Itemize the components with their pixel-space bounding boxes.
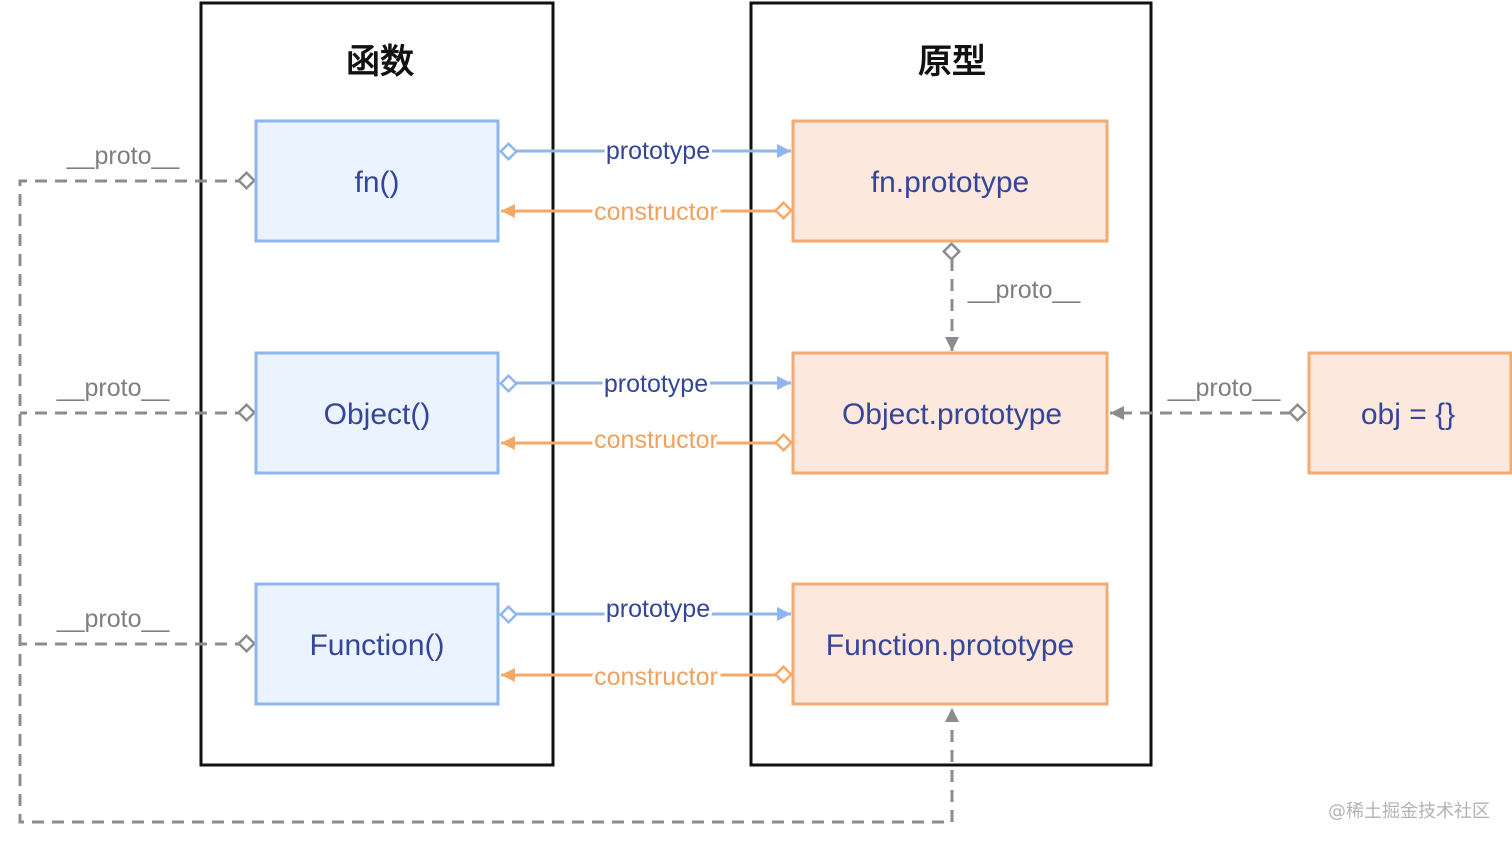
fn-constructor-diamond (773, 200, 794, 221)
object-node (254, 351, 500, 475)
object-prototype-label: prototype (604, 370, 708, 398)
fn-node (254, 119, 500, 243)
fn-prototype-proto-label: __proto__ (967, 276, 1082, 304)
function-constructor-diamond (773, 664, 794, 685)
obj-proto-label: __proto__ (1167, 374, 1282, 402)
object-proto-label: __proto__ (56, 374, 171, 402)
fn-prototype-node-label: fn.prototype (871, 166, 1029, 199)
object-constructor-label: constructor (594, 426, 718, 454)
function-prototype-diamond (498, 604, 519, 625)
object-node-label: Object() (324, 398, 431, 431)
function-proto-diamond (236, 633, 257, 654)
fn-prototype-diamond (498, 141, 519, 162)
object-prototype-node (791, 351, 1109, 475)
obj-node (1307, 351, 1512, 475)
functions-group-title: 函数 (346, 42, 414, 82)
obj-proto-diamond (1287, 402, 1308, 423)
fn-prototype-proto-diamond (941, 241, 962, 262)
object-prototype-node-label: Object.prototype (842, 398, 1062, 431)
fn-proto-label: __proto__ (66, 142, 181, 170)
function-prototype-node-label: Function.prototype (826, 629, 1074, 662)
watermark: @稀土掘金技术社区 (1328, 801, 1490, 822)
object-proto-diamond (236, 402, 257, 423)
function-constructor-label: constructor (594, 663, 718, 691)
function-proto-label: __proto__ (56, 605, 171, 633)
function-prototype-node (791, 582, 1109, 706)
function-node (254, 582, 500, 706)
fn-prototype-label: prototype (606, 137, 710, 165)
function-node-label: Function() (309, 629, 444, 662)
fn-node-label: fn() (355, 166, 400, 199)
fn-proto-diamond (236, 170, 257, 191)
obj-node-label: obj = {} (1361, 398, 1455, 431)
object-prototype-diamond (498, 373, 519, 394)
function-prototype-label: prototype (606, 595, 710, 623)
fn-prototype-node (791, 119, 1109, 243)
fn-constructor-label: constructor (594, 198, 718, 226)
proto-loop-edge (18, 179, 959, 824)
prototypes-group-title: 原型 (918, 42, 986, 82)
object-constructor-diamond (773, 432, 794, 453)
